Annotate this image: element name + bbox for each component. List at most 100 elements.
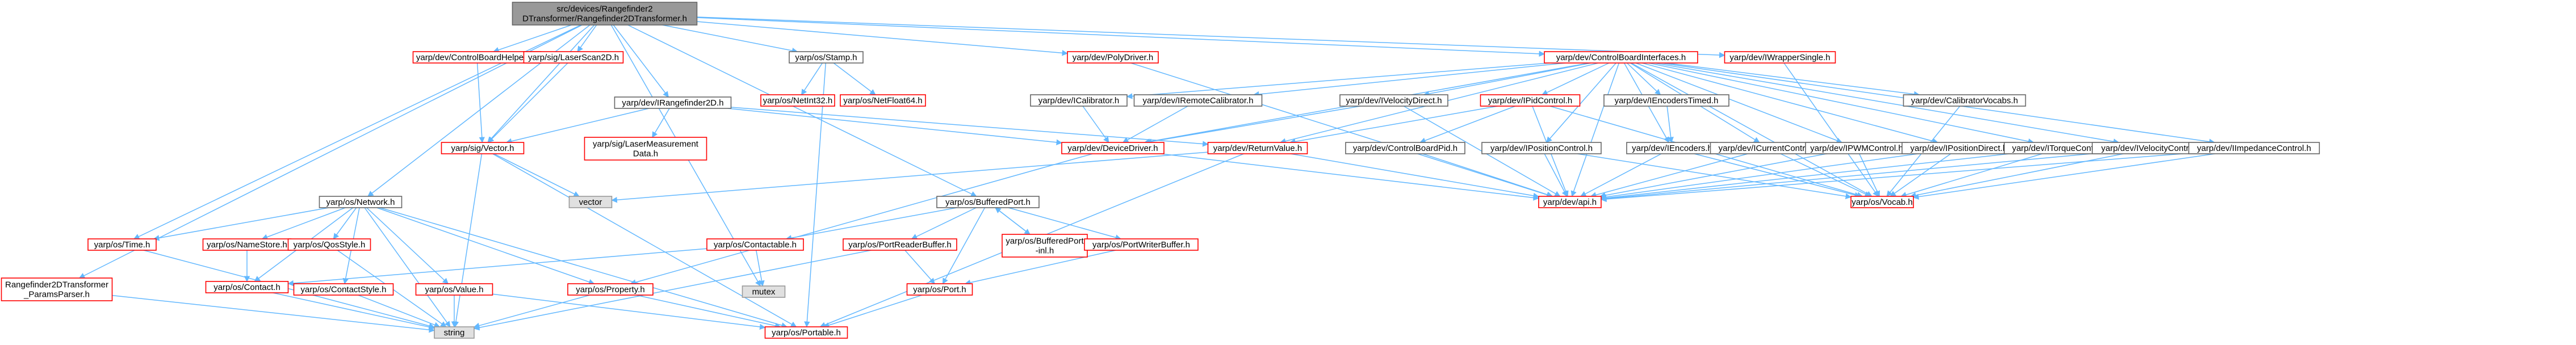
node-label: yarp/os/Contact.h: [213, 283, 280, 292]
node-portwriterbuffer[interactable]: yarp/os/PortWriterBuffer.h: [1084, 238, 1199, 251]
node-box: [287, 238, 371, 251]
node-label: yarp/dev/IPidControl.h: [1488, 96, 1572, 106]
node-label: yarp/sig/LaserMeasurement: [593, 140, 699, 149]
edge-root-to-stamp: [662, 24, 798, 54]
node-box: [1067, 51, 1159, 64]
edge-root-to-cbinterfaces: [697, 17, 1545, 57]
node-iwrappersingle[interactable]: yarp/dev/IWrapperSingle.h: [1724, 51, 1836, 64]
node-box: [1538, 196, 1602, 208]
node-box: [441, 142, 525, 154]
node-ipositiondirect[interactable]: yarp/dev/IPositionDirect.h: [1901, 142, 2016, 154]
node-vector[interactable]: yarp/sig/Vector.h: [441, 142, 525, 154]
edge-ivelocitycontrol-to-vocab: [1909, 153, 2124, 199]
edge-cbinterfaces-to-ivelocitycontrol: [1654, 62, 2120, 145]
node-portable[interactable]: yarp/os/Portable.h: [764, 326, 848, 339]
node-api[interactable]: yarp/dev/api.h: [1538, 196, 1602, 208]
edge-iencoderstimed-to-iencoders: [1666, 106, 1674, 144]
node-box: [512, 2, 698, 26]
edge-root-to-params: [78, 24, 583, 279]
node-ivelocitydirect[interactable]: yarp/dev/IVelocityDirect.h: [1339, 94, 1448, 107]
node-box: [1207, 142, 1308, 154]
edge-laserscan2d-to-vector: [488, 62, 568, 143]
node-ipositioncontrol[interactable]: yarp/dev/IPositionControl.h: [1481, 142, 1602, 154]
node-portreaderbuffer[interactable]: yarp/os/PortReaderBuffer.h: [843, 238, 957, 251]
node-property[interactable]: yarp/os/Property.h: [567, 283, 654, 296]
node-network[interactable]: yarp/os/Network.h: [319, 196, 403, 208]
node-string[interactable]: string: [434, 326, 475, 339]
edge-property-to-string: [473, 294, 590, 329]
node-params[interactable]: Rangefinder2DTransformer_ParamsParser.h: [1, 277, 113, 301]
node-iencoders[interactable]: yarp/dev/IEncoders.h: [1626, 142, 1718, 154]
node-label: yarp/dev/IPositionDirect.h: [1911, 144, 2008, 153]
node-contact[interactable]: yarp/os/Contact.h: [205, 281, 289, 293]
node-label: yarp/os/Property.h: [576, 285, 644, 294]
edge-root-to-laserscan2d: [577, 24, 597, 52]
node-itorquecontrol[interactable]: yarp/dev/ITorqueControl.h: [2004, 142, 2118, 154]
edge-cbinterfaces-to-icalibratorvocabs: [1666, 62, 1920, 98]
node-contactstyle[interactable]: yarp/os/ContactStyle.h: [293, 283, 394, 296]
node-netfloat64[interactable]: yarp/os/NetFloat64.h: [840, 94, 926, 107]
node-label: yarp/dev/ITorqueControl.h: [2012, 144, 2110, 153]
node-controlboardpid[interactable]: yarp/dev/ControlBoardPid.h: [1345, 142, 1465, 154]
node-namestore[interactable]: yarp/os/NameStore.h: [202, 238, 292, 251]
edge-cbinterfaces-to-ivelocitydirect: [1423, 62, 1591, 97]
node-label: yarp/dev/api.h: [1543, 197, 1597, 207]
edge-network-to-value: [366, 207, 449, 284]
edge-polydriver-to-api: [1130, 62, 1553, 198]
node-box: [584, 137, 707, 161]
node-label: yarp/sig/LaserScan2D.h: [528, 53, 619, 62]
node-netint32[interactable]: yarp/os/NetInt32.h: [760, 94, 835, 107]
node-irangefinder2d[interactable]: yarp/dev/IRangefinder2D.h: [614, 96, 732, 109]
node-contactable[interactable]: yarp/os/Contactable.h: [706, 238, 804, 251]
node-box: [1724, 51, 1836, 64]
edge-ipositiondirect-to-vocab: [1890, 153, 1951, 197]
node-iremotecalibrator[interactable]: yarp/dev/IRemoteCalibrator.h: [1133, 94, 1263, 107]
node-label: yarp/dev/PolyDriver.h: [1073, 53, 1154, 62]
edge-network-to-string: [364, 207, 451, 327]
node-iimpedancecontrol[interactable]: yarp/dev/IImpedanceControl.h: [2188, 142, 2320, 154]
node-label: yarp/os/NetFloat64.h: [843, 96, 922, 106]
node-port[interactable]: yarp/os/Port.h: [906, 283, 973, 296]
edge-itorquecontrol-to-api: [1600, 153, 2010, 201]
node-root[interactable]: src/devices/Rangefinder2DTransformer/Ran…: [512, 2, 698, 26]
node-cbinterfaces[interactable]: yarp/dev/ControlBoardInterfaces.h: [1544, 51, 1698, 64]
node-controlboardhelpers[interactable]: yarp/dev/ControlBoardHelpers.h: [412, 51, 542, 64]
node-icalibrator[interactable]: yarp/dev/ICalibrator.h: [1030, 94, 1128, 107]
edge-controlboardhelpers-to-vector: [476, 62, 485, 144]
node-mutex[interactable]: mutex: [742, 285, 786, 298]
node-devicedriver[interactable]: yarp/dev/DeviceDriver.h: [1061, 142, 1165, 154]
edge-ivelocitydirect-to-devicedriver: [1145, 106, 1361, 145]
edge-contactstyle-to-string: [358, 294, 441, 328]
node-ivelocitycontrol[interactable]: yarp/dev/IVelocityControl.h: [2092, 142, 2212, 154]
node-value[interactable]: yarp/os/Value.h: [415, 283, 493, 296]
node-label: yarp/dev/IWrapperSingle.h: [1729, 53, 1830, 62]
node-box: [1903, 94, 2026, 107]
node-time[interactable]: yarp/os/Time.h: [87, 238, 157, 251]
edge-irangefinder2d-to-lasermeasurement: [652, 108, 670, 138]
edge-portreaderbuffer-to-port: [904, 250, 935, 284]
node-stamp[interactable]: yarp/os/Stamp.h: [789, 51, 864, 64]
node-polydriver[interactable]: yarp/dev/PolyDriver.h: [1067, 51, 1159, 64]
node-std_vector[interactable]: vector: [568, 196, 613, 208]
node-vocab[interactable]: yarp/os/Vocab.h: [1850, 196, 1914, 208]
edge-cbinterfaces-to-iencoderstimed: [1627, 62, 1661, 95]
node-returnvalue[interactable]: yarp/dev/ReturnValue.h: [1207, 142, 1308, 154]
node-ipidcontrol[interactable]: yarp/dev/IPidControl.h: [1480, 94, 1581, 107]
node-label: mutex: [752, 287, 776, 297]
edge-cbinterfaces-to-itorquecontrol: [1648, 62, 2034, 145]
edge-root-to-vector: [487, 24, 595, 143]
node-qosstyle[interactable]: yarp/os/QosStyle.h: [287, 238, 371, 251]
node-bufferedport[interactable]: yarp/os/BufferedPort.h: [936, 196, 1040, 208]
node-ipwmcontrol[interactable]: yarp/dev/IPWMControl.h: [1805, 142, 1908, 154]
edge-time-to-string: [143, 250, 435, 329]
node-label: yarp/dev/IVelocityControl.h: [2101, 144, 2202, 153]
edge-layer: [78, 16, 2215, 333]
node-bufferedportinl[interactable]: yarp/os/BufferedPort-inl.h: [1002, 234, 1088, 258]
edge-bufferedport-to-portreaderbuffer: [911, 207, 977, 239]
node-icalibratorvocabs[interactable]: yarp/dev/CalibratorVocabs.h: [1903, 94, 2026, 107]
node-icurrentcontrol[interactable]: yarp/dev/ICurrentControl.h: [1710, 142, 1828, 154]
node-label: yarp/dev/IEncodersTimed.h: [1615, 96, 1719, 106]
node-iencoderstimed[interactable]: yarp/dev/IEncodersTimed.h: [1603, 94, 1729, 107]
node-laserscan2d[interactable]: yarp/sig/LaserScan2D.h: [523, 51, 624, 64]
